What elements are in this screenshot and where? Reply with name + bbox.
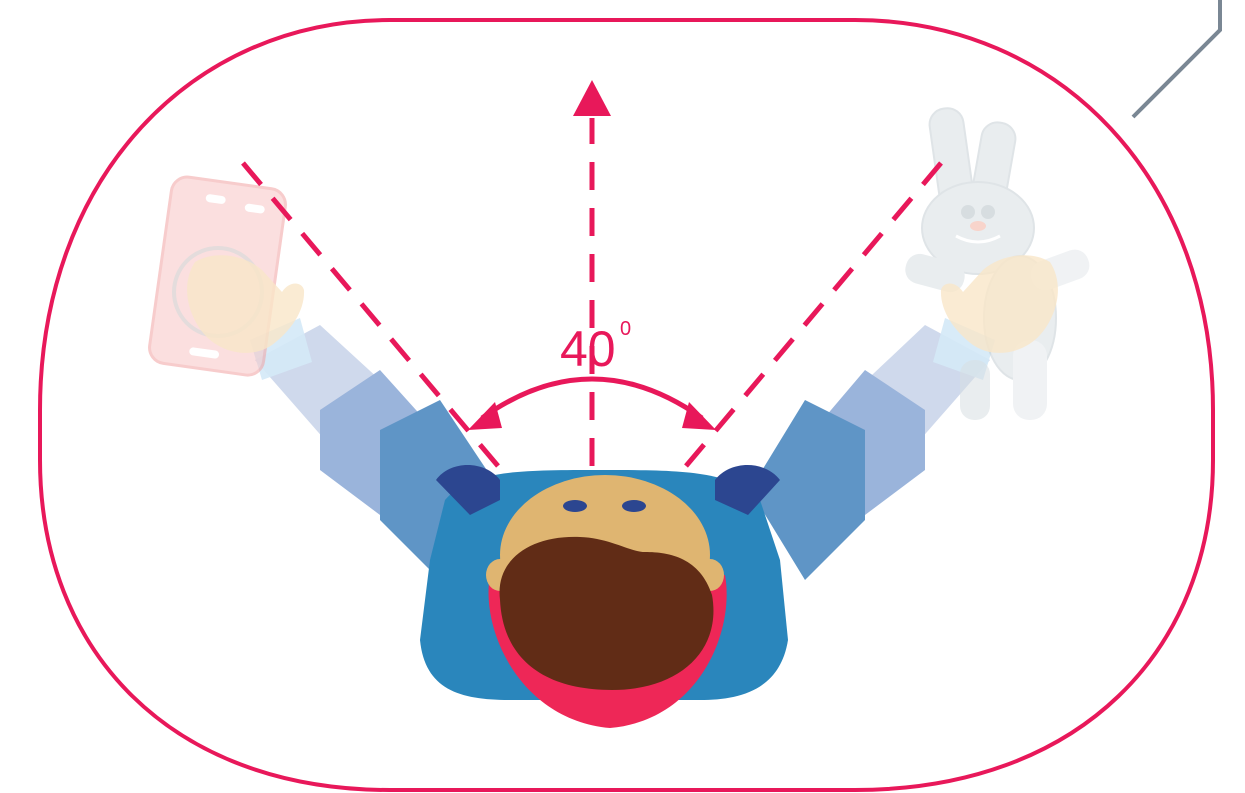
- angle-degree-superscript: 0: [620, 318, 631, 340]
- callout-line: [1133, 0, 1220, 117]
- right-eye: [622, 500, 646, 512]
- hair: [500, 537, 714, 690]
- left-eye: [563, 500, 587, 512]
- angle-label: 40: [560, 321, 616, 377]
- person-body: [420, 465, 788, 728]
